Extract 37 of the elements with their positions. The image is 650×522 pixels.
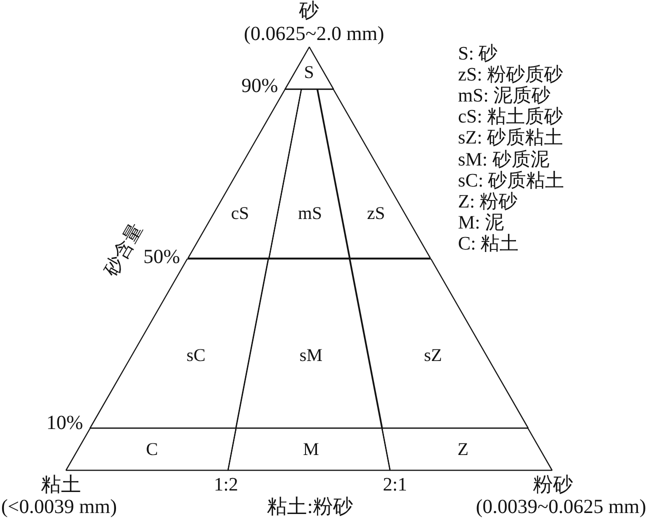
classification-field <box>236 258 382 428</box>
field-code: mS <box>298 204 322 222</box>
size-range-label: (0.0625~2.0 mm) <box>244 24 384 44</box>
axis-title: 粘土:粉砂 <box>267 497 353 517</box>
size-range-label: (<0.0039 mm) <box>1 497 117 517</box>
ratio-label: 2:1 <box>382 476 408 494</box>
key-entry: sC: 砂质粘土 <box>458 171 564 190</box>
field-code: C <box>146 440 158 458</box>
vertex-label: 砂 <box>299 1 319 21</box>
vertex-label: 粘土 <box>41 475 81 495</box>
percent-label: 50% <box>143 247 180 267</box>
key-entry: Z: 粉砂 <box>458 192 518 212</box>
field-code: M <box>303 440 319 458</box>
classification-field <box>382 428 552 470</box>
field-code: zS <box>366 204 385 222</box>
ratio-label: 1:2 <box>214 476 238 494</box>
key-entry: M: 泥 <box>458 213 504 232</box>
size-range-label: (0.0039~0.0625 mm) <box>476 497 646 517</box>
field-code: cS <box>231 204 249 222</box>
key-entry: cS: 粘土质砂 <box>458 108 564 127</box>
field-code: Z <box>457 440 468 458</box>
classification-field <box>284 47 334 90</box>
key-entry: sM: 砂质泥 <box>458 150 550 169</box>
classification-field <box>66 428 236 470</box>
field-code: S <box>304 63 314 81</box>
key-entry: sZ: 砂质粘土 <box>458 128 564 148</box>
key-entry: zS: 粉砂质砂 <box>458 66 564 85</box>
field-code: sM <box>299 346 322 364</box>
key-entry: mS: 泥质砂 <box>458 86 550 106</box>
field-code: sZ <box>424 346 442 364</box>
vertex-label: 粉砂 <box>533 475 573 495</box>
percent-label: 90% <box>241 76 278 96</box>
classification-field <box>228 428 390 470</box>
field-code: sC <box>186 346 206 364</box>
percent-label: 10% <box>46 413 83 433</box>
key-entry: C: 粘土 <box>458 234 519 254</box>
classification-field <box>350 258 528 428</box>
